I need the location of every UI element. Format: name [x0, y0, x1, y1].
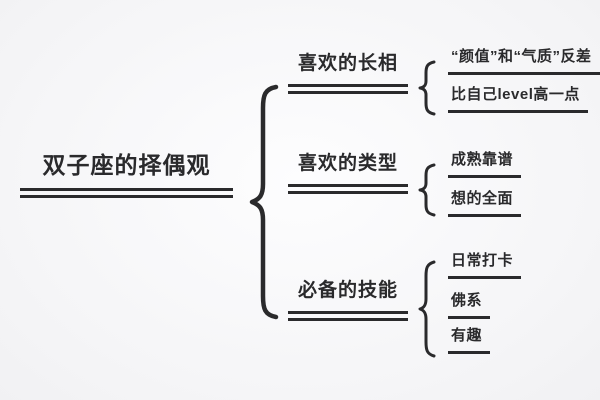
- branch-node-looks: 喜欢的长相: [288, 51, 408, 94]
- leaf-node: “颜值”和“气质”反差: [448, 47, 600, 75]
- branch-node-skills-label: 必备的技能: [297, 280, 398, 301]
- branch-node-looks-underline: [288, 84, 408, 94]
- root-node: 双子座的择偶观: [20, 151, 233, 198]
- curly-brace-root-icon: [249, 84, 279, 320]
- leaf-node: 有趣: [448, 326, 491, 354]
- root-node-label: 双子座的择偶观: [42, 152, 211, 178]
- branch-node-type-label: 喜欢的类型: [297, 153, 398, 174]
- leaf-node: 日常打卡: [448, 251, 522, 279]
- curly-brace-looks-icon: [418, 60, 436, 116]
- curly-brace-type-icon: [418, 163, 436, 217]
- leaf-node: 佛系: [448, 291, 491, 319]
- branch-node-skills-underline: [288, 311, 408, 321]
- branch-node-type-underline: [288, 184, 408, 194]
- branch-node-looks-label: 喜欢的长相: [297, 53, 398, 74]
- root-node-underline: [20, 188, 233, 198]
- leaf-node: 想的全面: [448, 189, 522, 217]
- branch-node-skills: 必备的技能: [288, 278, 408, 321]
- branch-node-type: 喜欢的类型: [288, 151, 408, 194]
- curly-brace-skills-icon: [418, 260, 436, 358]
- leaf-node: 成熟靠谱: [448, 150, 522, 178]
- leaf-node: 比自己level高一点: [448, 85, 588, 113]
